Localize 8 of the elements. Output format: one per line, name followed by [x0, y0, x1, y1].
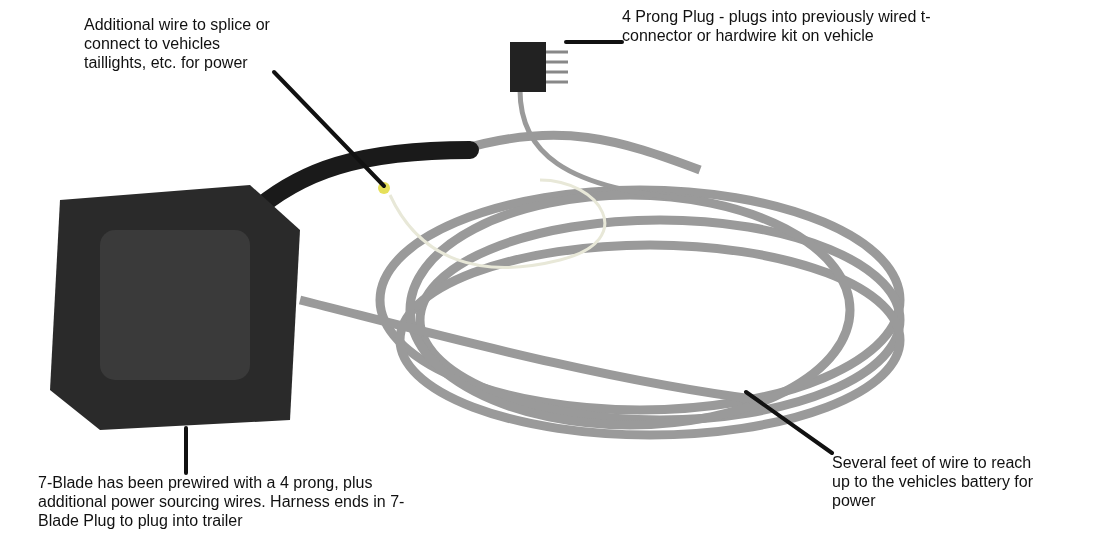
- callout-text: 7-Blade has been prewired with a 4 prong, plus additional power sourcing wires. Harness ends in 7-Blade Plug to plug into trailer: [38, 473, 430, 530]
- callout-text: 4 Prong Plug - plugs into previously wired t-connector or hardwire kit on vehicle: [622, 7, 937, 45]
- leader-line: [744, 390, 834, 455]
- leader-line: [184, 426, 188, 475]
- leader-line: [272, 70, 386, 188]
- leader-line: [564, 40, 624, 44]
- callout-text: Additional wire to splice or connect to vehicles taillights, etc. for power: [84, 15, 274, 72]
- callout-text: Several feet of wire to reach up to the vehicles battery for power: [832, 453, 1047, 510]
